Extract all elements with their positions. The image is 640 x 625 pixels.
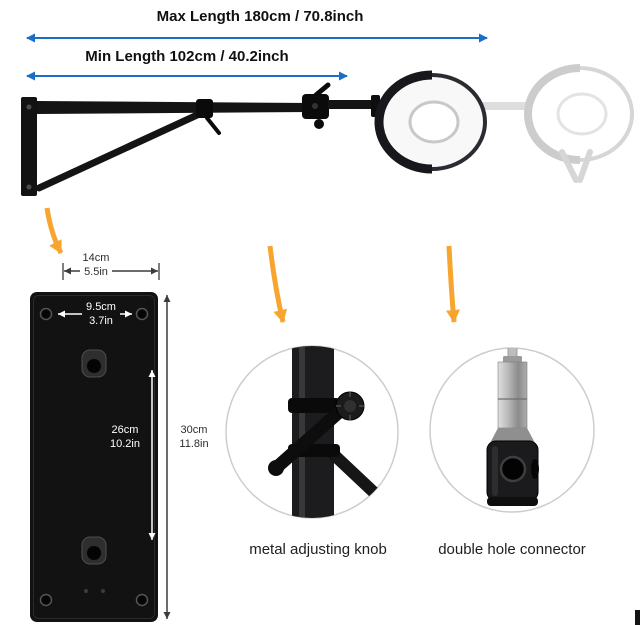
connector-inset bbox=[429, 347, 595, 513]
plate-hole-spacing-label: 9.5cm 3.7in bbox=[63, 301, 139, 329]
plate-slot-cm: 26cm bbox=[111, 424, 139, 436]
knob-pointer-arrow-icon bbox=[267, 245, 288, 323]
ring-light-extended-ghost bbox=[476, 64, 634, 183]
plate-slot-in: 10.2in bbox=[110, 437, 140, 450]
plate-corner-hole bbox=[39, 593, 53, 607]
plate-slot-spacing-label: 26cm 10.2in bbox=[99, 424, 151, 452]
min-length-label: Min Length 102cm / 40.2inch bbox=[85, 48, 289, 65]
plate-width-label: 14cm 5.5in bbox=[58, 252, 134, 280]
plate-width-cm: 14cm bbox=[82, 252, 110, 264]
knob-callout-label: metal adjusting knob bbox=[249, 541, 387, 558]
plate-hole-in: 3.7in bbox=[89, 314, 113, 327]
connector-front-hole bbox=[499, 455, 527, 483]
brace-clamp bbox=[196, 99, 213, 118]
plate-hole-cm: 9.5cm bbox=[86, 301, 116, 313]
connector-side-hole bbox=[531, 459, 539, 479]
plate-pointer-arrow-icon bbox=[44, 207, 64, 255]
wall-mount-boom-arm bbox=[21, 82, 380, 196]
plate-corner-hole bbox=[135, 593, 149, 607]
connector-pointer-arrow-icon bbox=[446, 245, 460, 323]
plate-height-in: 11.8in bbox=[179, 437, 209, 450]
adjusting-lever bbox=[269, 406, 345, 475]
pointer-arrows bbox=[44, 207, 460, 323]
spigot-pin bbox=[507, 348, 518, 359]
connector-callout-label: double hole connector bbox=[438, 541, 586, 558]
plate-corner-hole bbox=[135, 307, 149, 321]
max-length-label: Max Length 180cm / 70.8inch bbox=[156, 8, 364, 25]
plate-width-in: 5.5in bbox=[84, 265, 108, 278]
knob-inset bbox=[225, 345, 399, 519]
plate-dimension-lines bbox=[58, 263, 171, 619]
corner-mark bbox=[635, 610, 640, 625]
plate-height-cm: 30cm bbox=[180, 424, 208, 436]
ring-light bbox=[374, 70, 487, 174]
plate-height-label: 30cm 11.8in bbox=[170, 424, 218, 452]
plate-corner-hole bbox=[39, 307, 53, 321]
wall-plate-diagram bbox=[30, 292, 158, 622]
